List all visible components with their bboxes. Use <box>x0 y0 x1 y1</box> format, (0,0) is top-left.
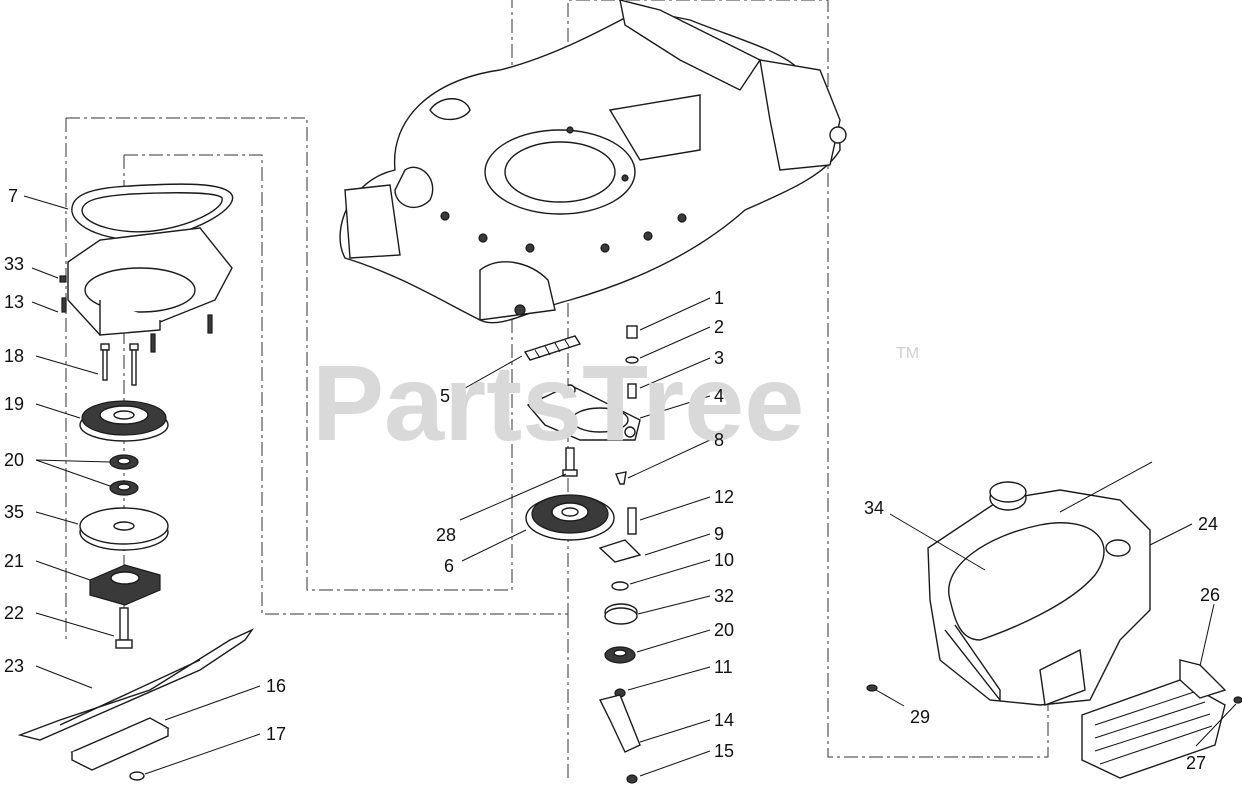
callout-10: 10 <box>714 550 734 570</box>
callout-12: 12 <box>714 487 734 507</box>
drive-belt[interactable] <box>71 183 234 241</box>
callout-5: 5 <box>440 386 450 406</box>
callout-22: 22 <box>4 603 24 623</box>
callout-15: 15 <box>714 741 734 761</box>
callout-19: 19 <box>4 394 24 414</box>
callout-leader-lines <box>23 195 1237 777</box>
drive-pulley[interactable] <box>79 400 169 442</box>
callout-8: 8 <box>714 430 724 450</box>
callout-7: 7 <box>8 186 18 206</box>
hardware-stack[interactable] <box>598 325 642 784</box>
engine-screws[interactable] <box>866 684 1242 704</box>
callout-16: 16 <box>266 676 286 696</box>
callout-17: 17 <box>266 724 286 744</box>
callout-26: 26 <box>1200 585 1220 605</box>
callout-21: 21 <box>4 551 24 571</box>
watermark-text: PartsTree <box>312 342 804 463</box>
blade-nut[interactable] <box>129 771 145 781</box>
callout-27: 27 <box>1186 753 1206 773</box>
callout-33: 33 <box>4 254 24 274</box>
mower-blade[interactable] <box>17 628 255 741</box>
mower-deck-housing[interactable] <box>339 0 847 324</box>
callout-24: 24 <box>1198 514 1218 534</box>
blade-adapter[interactable] <box>70 717 170 771</box>
callout-23: 23 <box>4 656 24 676</box>
spring[interactable] <box>523 335 582 361</box>
callout-13: 13 <box>4 292 24 312</box>
callout-labels: 1 2 3 4 5 6 7 8 9 10 11 12 13 14 15 16 1… <box>4 186 1220 773</box>
idler-bolt[interactable] <box>562 447 578 477</box>
callout-35: 35 <box>4 502 24 522</box>
callout-28: 28 <box>436 525 456 545</box>
callout-3: 3 <box>714 348 724 368</box>
lower-pulley[interactable] <box>79 507 169 551</box>
blade-bolt[interactable] <box>115 607 133 649</box>
callout-34: 34 <box>864 498 884 518</box>
bolts[interactable] <box>100 343 139 386</box>
callout-2: 2 <box>714 317 724 337</box>
callout-6: 6 <box>444 556 454 576</box>
watermark-trademark: TM <box>896 345 919 362</box>
callout-32: 32 <box>714 586 734 606</box>
callout-4: 4 <box>714 386 724 406</box>
callout-1: 1 <box>714 288 724 308</box>
callout-20-right: 20 <box>714 620 734 640</box>
callout-14: 14 <box>714 710 734 730</box>
muffler-guard[interactable] <box>1081 659 1227 779</box>
callout-20-left: 20 <box>4 450 24 470</box>
callout-9: 9 <box>714 524 724 544</box>
idler-bracket[interactable] <box>526 384 641 441</box>
engine[interactable] <box>927 481 1151 706</box>
screws-small[interactable] <box>59 275 213 353</box>
callout-29: 29 <box>910 707 930 727</box>
belt-cover[interactable] <box>67 227 233 336</box>
callout-18: 18 <box>4 346 24 366</box>
bearings-upper[interactable] <box>109 454 139 496</box>
callout-11: 11 <box>714 657 733 677</box>
bearing-housing[interactable] <box>89 564 161 606</box>
idler-pulley[interactable] <box>525 494 615 541</box>
